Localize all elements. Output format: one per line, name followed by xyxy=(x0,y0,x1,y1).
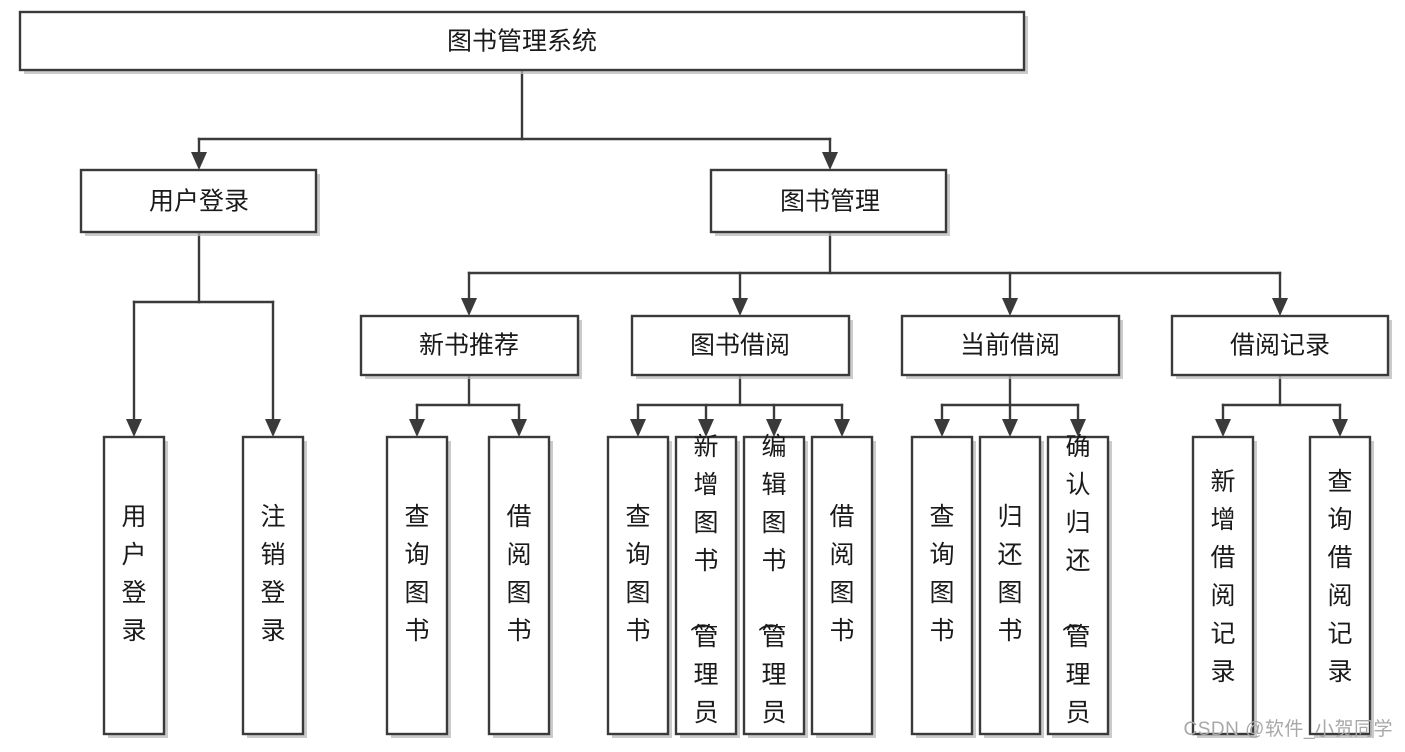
leaf-borrow-book-3-box xyxy=(742,435,806,736)
arrow-userlogin-leaf-1 xyxy=(126,419,142,437)
leaf-current-borrow-1-box xyxy=(910,435,974,736)
node-book-borrow-box xyxy=(630,314,851,377)
arrow-borrowbook-leaf-4 xyxy=(834,419,850,437)
leaf-borrow-book-4-box xyxy=(810,435,874,736)
arrow-newbook-leaf-1 xyxy=(409,419,425,437)
node-book-management-label: 图书管理 xyxy=(780,188,880,216)
node-new-book-recommend[interactable]: 新书推荐 xyxy=(359,314,582,379)
leaf-new-book-1-box xyxy=(385,435,449,736)
node-new-book-recommend-label: 新书推荐 xyxy=(419,332,519,360)
leaf-new-book-1-label: 查询图书 xyxy=(404,503,429,645)
leaf-new-book-2[interactable]: 借阅图书 xyxy=(487,435,553,738)
node-current-borrow-label: 当前借阅 xyxy=(960,332,1060,360)
leaf-current-borrow-3[interactable]: 确认归还（管理员） xyxy=(1046,433,1112,747)
leaf-user-login-2-label: 注销登录 xyxy=(260,503,285,645)
arrow-bookmgmt-child-1 xyxy=(461,298,477,316)
leaf-current-borrow-2-label: 归还图书 xyxy=(997,503,1022,645)
node-root[interactable]: 图书管理系统 xyxy=(18,10,1028,74)
leaf-borrow-record-2[interactable]: 查询借阅记录 xyxy=(1308,435,1374,738)
leaf-borrow-book-1-box xyxy=(606,435,670,736)
node-borrow-record[interactable]: 借阅记录 xyxy=(1170,314,1392,379)
arrow-currentborrow-leaf-1 xyxy=(934,419,950,437)
leaf-borrow-record-1[interactable]: 新增借阅记录 xyxy=(1191,435,1257,738)
arrow-bookmgmt-child-2 xyxy=(732,298,748,316)
arrow-borrowbook-leaf-2 xyxy=(698,419,714,437)
leaf-user-login-1-label: 用户登录 xyxy=(121,503,146,645)
leaf-borrow-book-4[interactable]: 借阅图书 xyxy=(810,435,876,738)
leaf-borrow-book-3-label: 编辑图书（管理员） xyxy=(755,433,786,747)
node-book-borrow[interactable]: 图书借阅 xyxy=(630,314,853,379)
leaf-borrow-book-1[interactable]: 查询图书 xyxy=(606,435,672,738)
arrow-borrowrecord-leaf-1 xyxy=(1215,419,1231,437)
node-root-label: 图书管理系统 xyxy=(447,28,597,56)
leaf-user-login-1[interactable]: 用户登录 xyxy=(102,435,168,738)
node-borrow-record-label: 借阅记录 xyxy=(1230,332,1330,360)
arrow-borrowrecord-leaf-2 xyxy=(1332,419,1348,437)
leaf-new-book-1[interactable]: 查询图书 xyxy=(385,435,451,738)
leaf-borrow-book-2[interactable]: 新增图书（管理员） xyxy=(674,433,740,747)
arrow-newbook-leaf-2 xyxy=(511,419,527,437)
node-user-login-label: 用户登录 xyxy=(149,188,249,216)
arrow-userlogin-leaf-2 xyxy=(265,419,281,437)
leaf-borrow-book-4-label: 借阅图书 xyxy=(829,503,854,645)
edge-layer xyxy=(126,68,1348,437)
leaf-current-borrow-2-box xyxy=(978,435,1042,736)
leaf-borrow-record-1-box xyxy=(1191,435,1255,736)
arrow-borrowbook-leaf-3 xyxy=(766,419,782,437)
arrow-root-to-user-login xyxy=(191,152,207,170)
leaf-current-borrow-1[interactable]: 查询图书 xyxy=(910,435,976,738)
leaf-user-login-2-box xyxy=(241,435,305,736)
node-book-management-box xyxy=(709,168,948,234)
leaf-current-borrow-1-label: 查询图书 xyxy=(929,503,954,645)
leaf-borrow-record-2-box xyxy=(1308,435,1372,736)
leaf-current-borrow-2[interactable]: 归还图书 xyxy=(978,435,1044,738)
arrow-currentborrow-leaf-3 xyxy=(1070,419,1086,437)
node-current-borrow-box xyxy=(900,314,1121,377)
leaf-user-login-1-box xyxy=(102,435,166,736)
node-book-borrow-label: 图书借阅 xyxy=(690,332,790,360)
leaf-current-borrow-3-label: 确认归还（管理员） xyxy=(1059,433,1090,747)
node-root-box xyxy=(18,10,1026,72)
arrow-bookmgmt-child-3 xyxy=(1002,298,1018,316)
node-user-login[interactable]: 用户登录 xyxy=(79,168,320,236)
node-book-management[interactable]: 图书管理 xyxy=(709,168,950,236)
node-new-book-recommend-box xyxy=(359,314,580,377)
arrow-bookmgmt-child-4 xyxy=(1272,298,1288,316)
leaf-borrow-record-2-label: 查询借阅记录 xyxy=(1327,468,1352,686)
node-borrow-record-box xyxy=(1170,314,1390,377)
arrow-currentborrow-leaf-2 xyxy=(1002,419,1018,437)
leaf-borrow-book-3[interactable]: 编辑图书（管理员） xyxy=(742,433,808,747)
leaf-user-login-2[interactable]: 注销登录 xyxy=(241,435,307,738)
csdn-watermark: CSDN @软件_小贺同学 xyxy=(1183,719,1393,740)
leaf-borrow-book-2-label: 新增图书（管理员） xyxy=(687,433,718,747)
arrow-root-to-book-mgmt xyxy=(822,152,838,170)
leaf-borrow-book-1-label: 查询图书 xyxy=(625,503,650,645)
leaf-borrow-book-2-box xyxy=(674,435,738,736)
leaf-current-borrow-3-box xyxy=(1046,435,1110,736)
arrow-borrowbook-leaf-1 xyxy=(630,419,646,437)
leaf-new-book-2-box xyxy=(487,435,551,736)
node-user-login-box xyxy=(79,168,318,234)
leaf-borrow-record-1-label: 新增借阅记录 xyxy=(1210,468,1235,686)
leaf-new-book-2-label: 借阅图书 xyxy=(506,503,531,645)
node-current-borrow[interactable]: 当前借阅 xyxy=(900,314,1123,379)
